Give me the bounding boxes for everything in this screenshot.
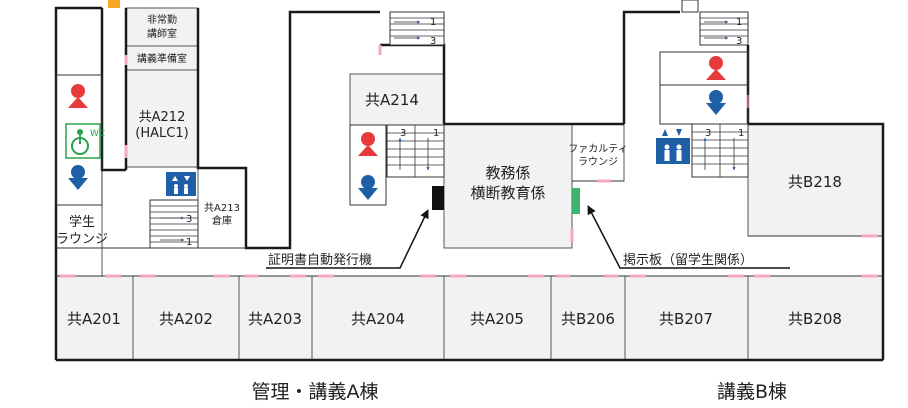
bulletin-board-marker[interactable] (572, 188, 580, 214)
room-a204-label: 共A204 (351, 310, 405, 328)
room-labels: 共A201 共A202 共A203 共A204 共A205 共B206 共B20… (56, 13, 842, 328)
bulletin-board-label: 掲示板（留学生関係） (623, 252, 753, 268)
accessible-toilet-icon: WC (65, 123, 105, 159)
doors (60, 45, 878, 278)
room-a202[interactable] (132, 275, 240, 361)
room-prep-label: 講義準備室 (137, 52, 187, 65)
elevator-shaft-top-a (108, 0, 120, 8)
room-faculty-lounge[interactable] (571, 123, 625, 182)
room-b206-label: 共B206 (561, 310, 615, 328)
student-lounge-label-line1: 学生 (69, 214, 95, 230)
stair-left-up-label: 3 (186, 214, 192, 225)
room-b206[interactable] (550, 275, 626, 361)
room-a202-label: 共A202 (159, 310, 213, 328)
room-prep[interactable] (125, 45, 199, 71)
svg-text:WC: WC (90, 129, 105, 139)
room-a212[interactable] (125, 69, 199, 168)
female-toilet-icon (358, 132, 378, 156)
room-a204[interactable] (311, 275, 445, 361)
female-toilet-icon (68, 84, 88, 108)
room-a214[interactable] (349, 73, 445, 126)
stair-b-mid[interactable]: 3 1 (691, 123, 749, 178)
building-walls (54, 6, 885, 362)
room-academic-office[interactable] (443, 123, 573, 249)
room-b208-label: 共B208 (788, 310, 842, 328)
stair-b-top[interactable]: 1 3 (699, 11, 749, 47)
room-a201[interactable] (55, 275, 134, 361)
stair-left-down-label: 1 (186, 237, 192, 248)
stair-b-mid-up-label: 3 (705, 128, 711, 139)
male-toilet-icon (706, 90, 726, 115)
certificate-machine-marker[interactable] (432, 186, 444, 210)
stair-b-top-down-label: 1 (736, 17, 742, 28)
faculty-lounge-label-line2: ラウンジ (578, 156, 618, 168)
building-b-label: 講義B棟 (717, 381, 787, 403)
toilet-zone-a-mid (349, 124, 387, 206)
room-lecturer[interactable] (125, 7, 199, 47)
room-b208[interactable] (747, 275, 884, 361)
stair-a-top-down-label: 1 (430, 17, 436, 28)
toilet-zone-a-left: WC (55, 74, 105, 206)
stair-a-mid[interactable]: 3 1 (386, 124, 445, 178)
elevator-shaft-top-b (681, 0, 699, 13)
room-lecturer-label-line1: 非常勤 (147, 13, 177, 26)
callout-certificate-machine: 証明書自動発行機 (266, 209, 429, 269)
bottom-room-row (55, 275, 884, 361)
room-lecturer-label-line2: 講師室 (147, 27, 177, 40)
certificate-machine-label: 証明書自動発行機 (268, 253, 372, 268)
room-b207-label: 共B207 (659, 310, 713, 328)
faculty-lounge-label-line1: ファカルティ (568, 143, 627, 155)
room-a214-label: 共A214 (365, 91, 419, 109)
callout-bulletin-board: 掲示板（留学生関係） (587, 205, 790, 269)
stair-a-top-up-label: 3 (430, 36, 436, 47)
room-b218-label: 共B218 (788, 173, 842, 191)
stair-left[interactable]: 3 1 (149, 199, 199, 249)
building-a-label: 管理・講義A棟 (252, 381, 379, 403)
stair-b-top-up-label: 3 (736, 36, 742, 47)
room-a201-label: 共A201 (67, 310, 121, 328)
room-a213-label-line1: 共A213 (204, 202, 240, 214)
student-lounge-label-line2: ラウンジ (56, 232, 108, 247)
elevator-icon[interactable] (166, 172, 196, 196)
male-toilet-icon (358, 175, 378, 200)
room-a212-label-line2: (HALC1) (135, 126, 188, 141)
stair-a-top[interactable]: 1 3 (389, 11, 445, 47)
room-a212-label-line1: 共A212 (139, 110, 186, 125)
stair-a-mid-down-label: 1 (433, 128, 439, 139)
room-a205[interactable] (443, 275, 552, 361)
room-a205-label: 共A205 (470, 310, 524, 328)
room-a203-label: 共A203 (248, 310, 302, 328)
room-a213-label-line2: 倉庫 (212, 214, 232, 227)
elevator-icon[interactable] (656, 129, 690, 164)
female-toilet-icon (706, 56, 726, 80)
male-toilet-icon (68, 165, 88, 190)
stair-b-mid-down-label: 1 (738, 128, 744, 139)
academic-office-label-line2: 横断教育係 (470, 184, 545, 202)
stair-a-mid-up-label: 3 (400, 128, 406, 139)
academic-office-label-line1: 教務係 (485, 164, 530, 182)
toilet-zone-b (659, 51, 749, 125)
